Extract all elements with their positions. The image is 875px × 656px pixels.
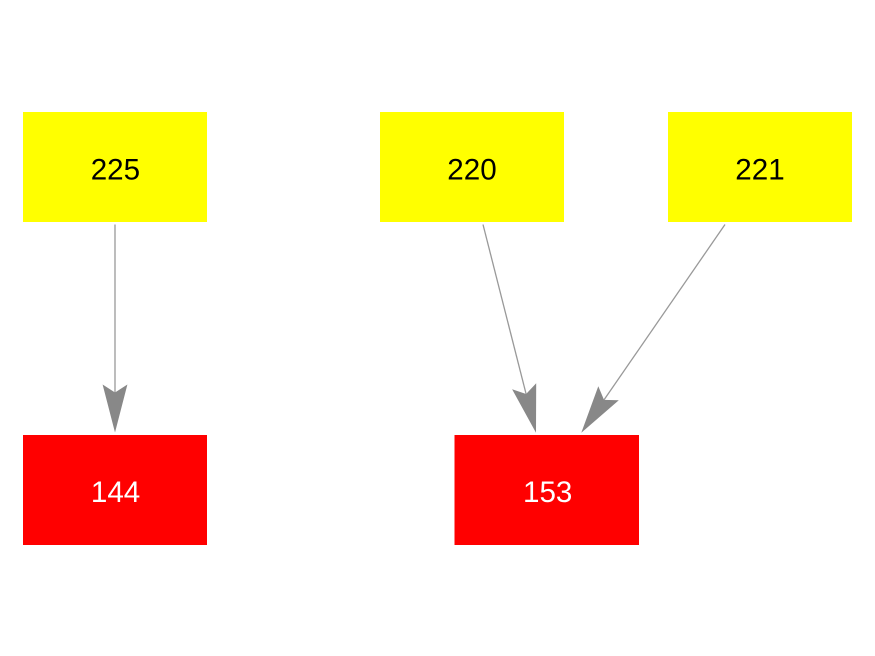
svg-text:221: 221 [735, 154, 784, 187]
svg-text:225: 225 [91, 154, 140, 187]
svg-text:144: 144 [91, 476, 140, 509]
svg-text:220: 220 [447, 154, 496, 187]
svg-text:153: 153 [523, 476, 572, 509]
